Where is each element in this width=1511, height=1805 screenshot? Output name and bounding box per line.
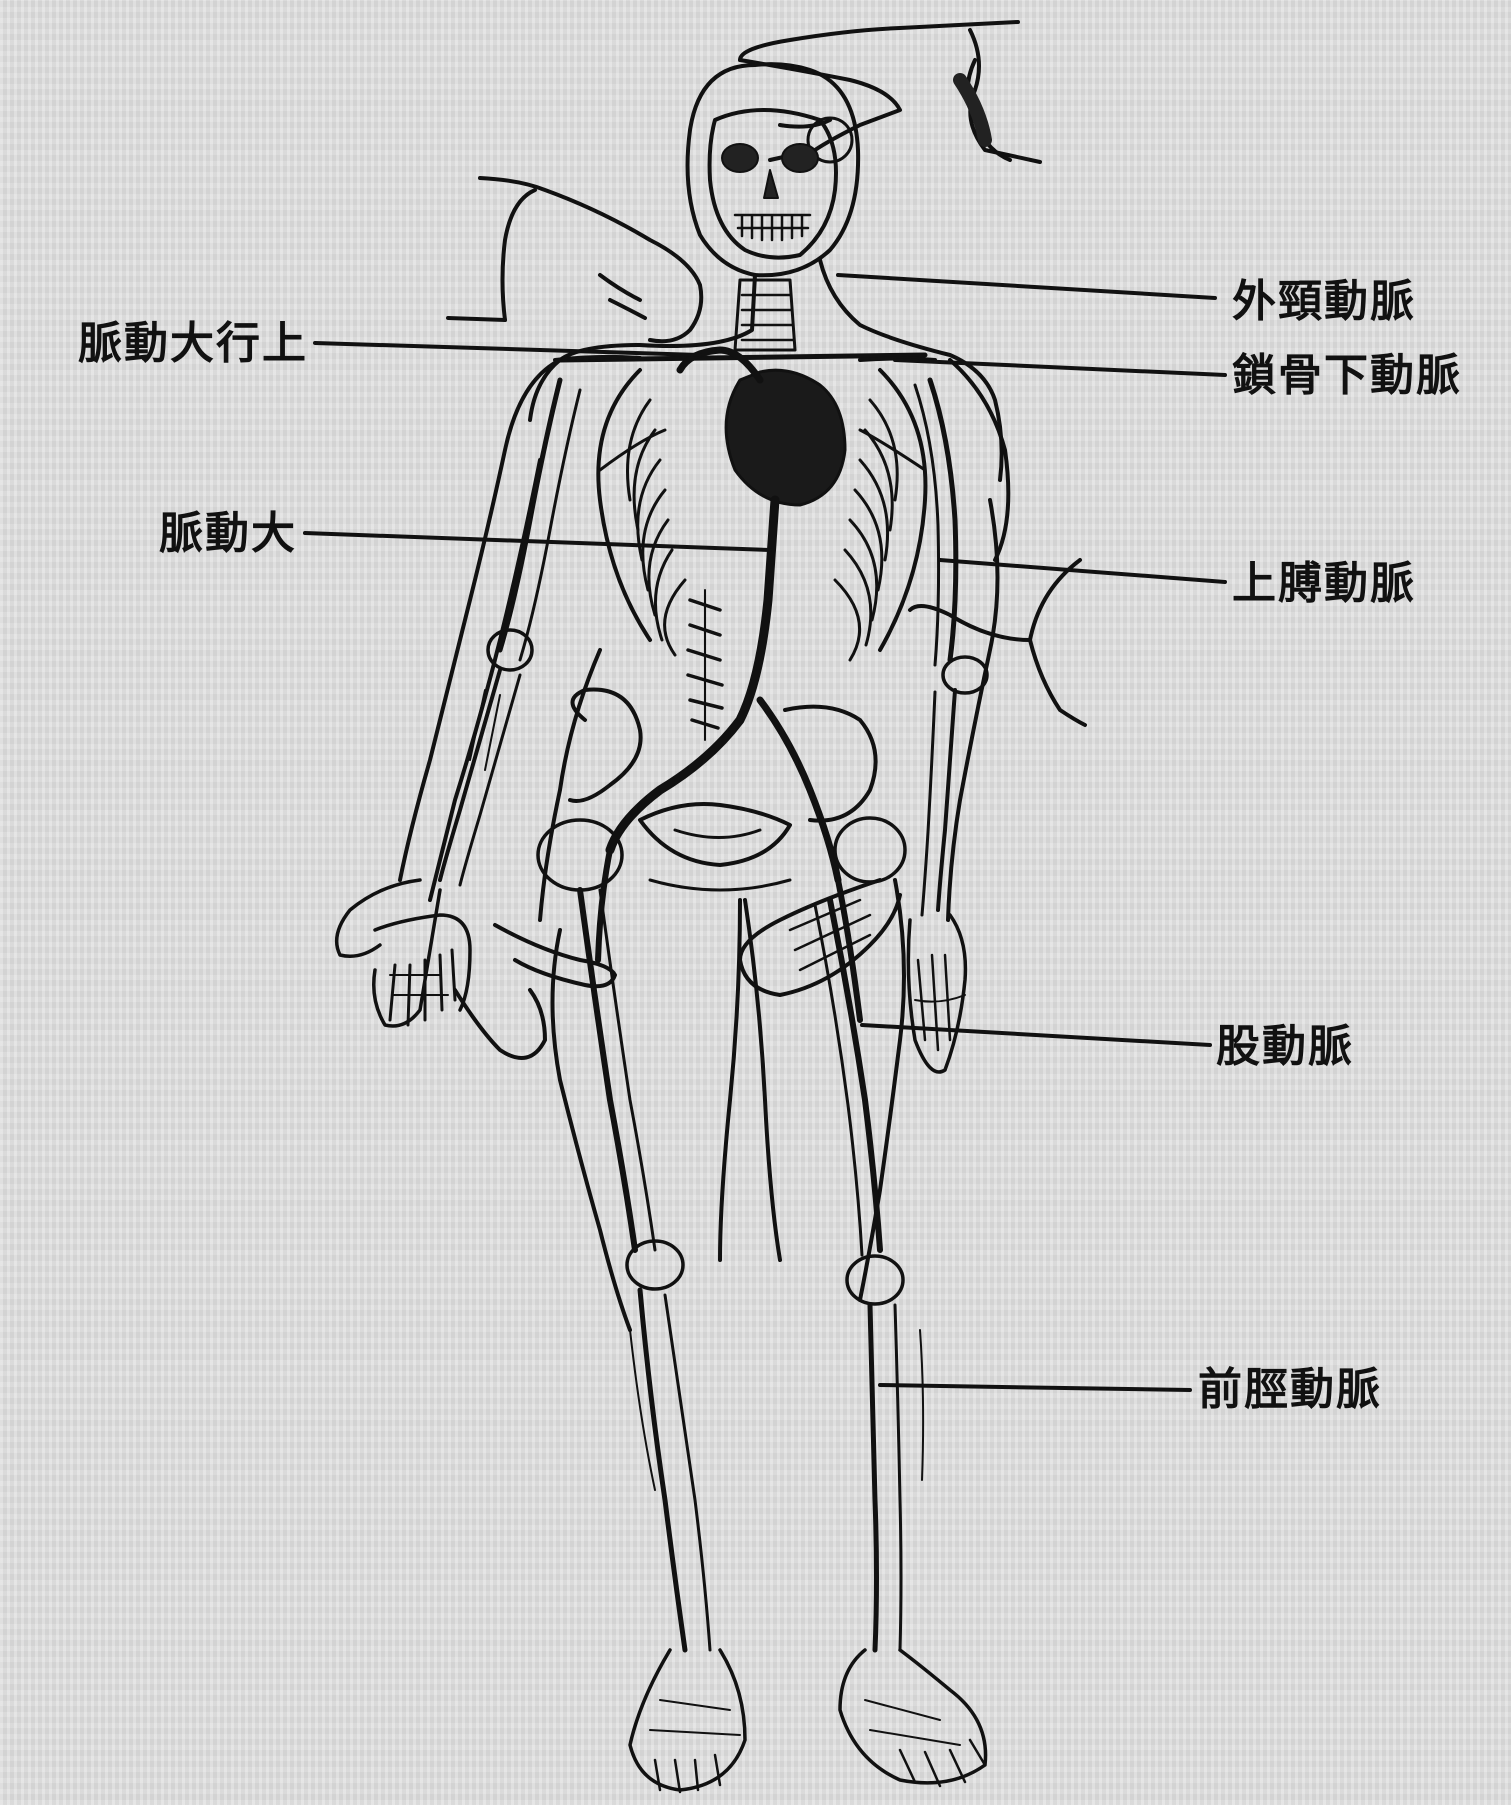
pelvis (538, 690, 905, 891)
label-external-carotid: 外頸動脈 (1232, 280, 1416, 324)
pressing-hand-top-right (740, 22, 1040, 162)
leader-aorta (305, 533, 770, 550)
label-brachial: 上膊動脈 (1232, 562, 1416, 606)
foot-left (630, 1650, 745, 1792)
leader-anterior-tibial (880, 1385, 1190, 1390)
label-femoral: 股動脈 (1216, 1025, 1354, 1069)
hand-right (908, 915, 965, 1072)
hand-left (337, 880, 470, 1026)
spine (688, 590, 722, 740)
pressing-hand-top-left (448, 178, 701, 341)
leader-subclavian (895, 360, 1225, 375)
label-anterior-tibial: 前脛動脈 (1198, 1368, 1382, 1412)
leg-left (580, 890, 710, 1650)
label-aorta: 大動脈 (125, 512, 297, 556)
label-subclavian: 鎖骨下動脈 (1232, 354, 1462, 398)
pressing-hand-groin (740, 560, 1085, 995)
leader-external-carotid (838, 275, 1215, 298)
pressing-hand-lower-left (455, 925, 615, 1058)
body-outline (400, 360, 1008, 1330)
leader-brachial (940, 560, 1225, 582)
foot-right (840, 1650, 986, 1786)
leg-right (815, 900, 923, 1650)
label-ascending-aorta: 上行大動脈 (30, 322, 308, 366)
skull (688, 64, 859, 275)
